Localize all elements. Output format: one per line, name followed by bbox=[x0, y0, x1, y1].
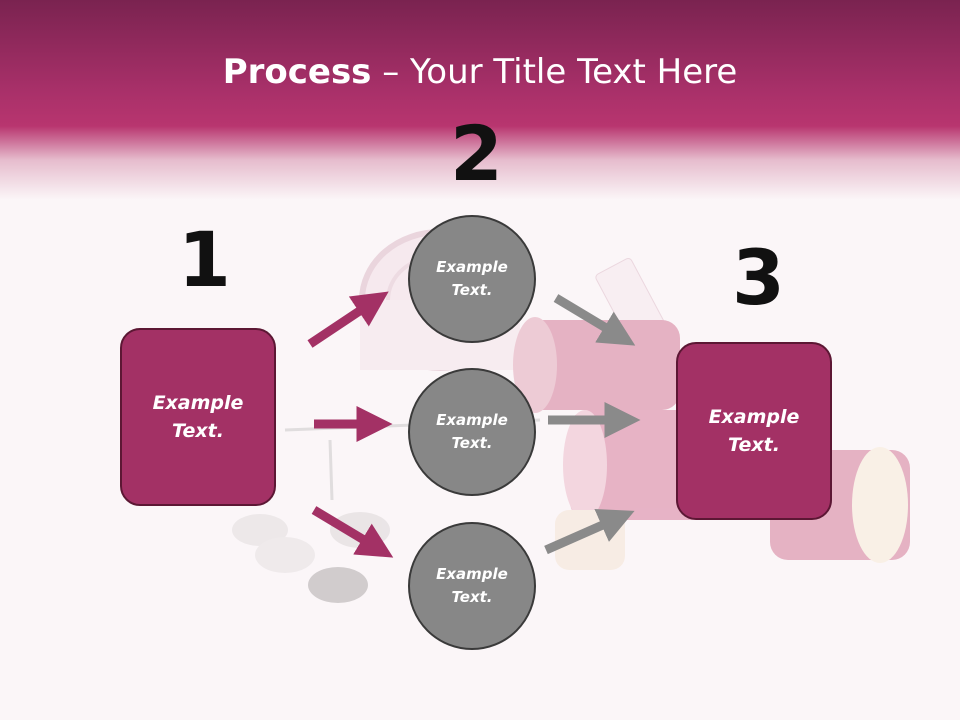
arrow-gray-down bbox=[553, 294, 636, 346]
step-number-3: 3 bbox=[732, 233, 785, 322]
slide-title: Process – Your Title Text Here bbox=[0, 52, 960, 92]
step-box-left: Example Text. bbox=[120, 328, 276, 506]
step-number-1: 1 bbox=[178, 215, 231, 304]
step-box-right: Example Text. bbox=[676, 342, 832, 520]
arrow-pink-up bbox=[307, 291, 389, 348]
title-bold: Process bbox=[222, 52, 372, 92]
arrow-gray-up bbox=[544, 508, 635, 555]
step-circle-top: Example Text. bbox=[408, 215, 536, 343]
title-rest: – Your Title Text Here bbox=[371, 52, 738, 92]
step-circle-bottom: Example Text. bbox=[408, 522, 536, 650]
step-circle-middle: Example Text. bbox=[408, 368, 536, 496]
header-band bbox=[0, 0, 960, 200]
step-number-2: 2 bbox=[450, 109, 503, 198]
arrow-pink-down bbox=[311, 506, 394, 558]
